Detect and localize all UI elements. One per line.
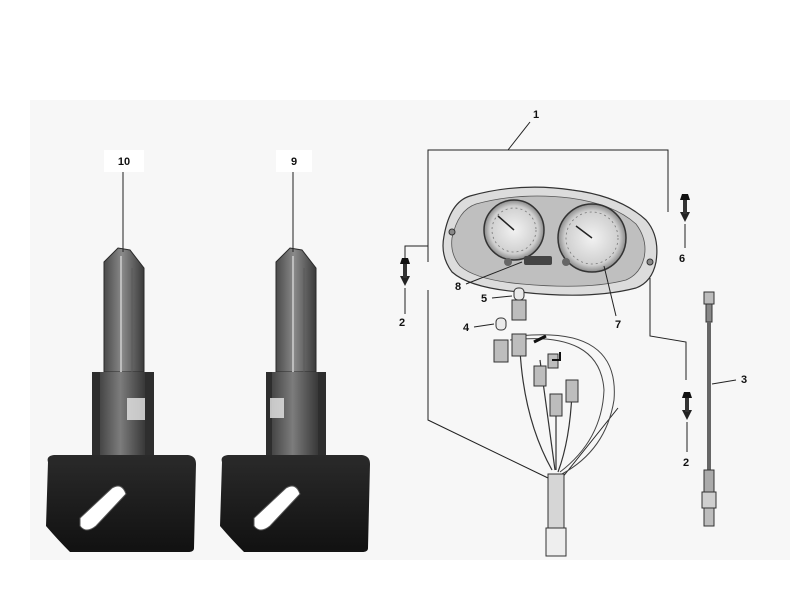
screw-2-right <box>682 392 692 420</box>
callout-6-label: 6 <box>679 253 685 265</box>
callout-7: 7 <box>603 265 621 331</box>
speedometer-cluster <box>442 186 658 296</box>
callout-1: 1 <box>507 109 539 151</box>
screw-6 <box>680 194 690 222</box>
callout-2-left-label: 2 <box>399 317 405 329</box>
callout-10-label: 10 <box>118 156 130 168</box>
key-blank-9 <box>220 247 370 552</box>
callout-2-right-label: 2 <box>683 457 689 469</box>
callout-5: 5 <box>481 293 513 305</box>
callout-3-label: 3 <box>741 374 747 386</box>
callout-8-label: 8 <box>455 281 461 293</box>
speedometer-cable <box>701 291 717 527</box>
callout-6: 6 <box>679 224 686 265</box>
callout-4: 4 <box>463 322 495 334</box>
callout-3: 3 <box>711 374 747 386</box>
bulb-socket-5 <box>511 287 527 321</box>
screw-2-left <box>400 258 410 286</box>
bulb-socket-4 <box>493 317 527 363</box>
callout-1-label: 1 <box>533 109 539 121</box>
bulb-sockets-harness <box>533 334 579 417</box>
wiring-harness <box>509 334 615 557</box>
callout-10: 10 <box>104 150 144 252</box>
callout-2-left: 2 <box>399 245 428 329</box>
callout-2-right: 2 <box>683 422 689 469</box>
callout-9-label: 9 <box>291 156 297 168</box>
key-blank-10 <box>46 247 196 552</box>
callout-8: 8 <box>455 261 523 293</box>
callout-4-label: 4 <box>463 322 470 334</box>
callout-5-label: 5 <box>481 293 487 305</box>
callout-9: 9 <box>276 150 312 252</box>
callout-7-label: 7 <box>615 319 621 331</box>
